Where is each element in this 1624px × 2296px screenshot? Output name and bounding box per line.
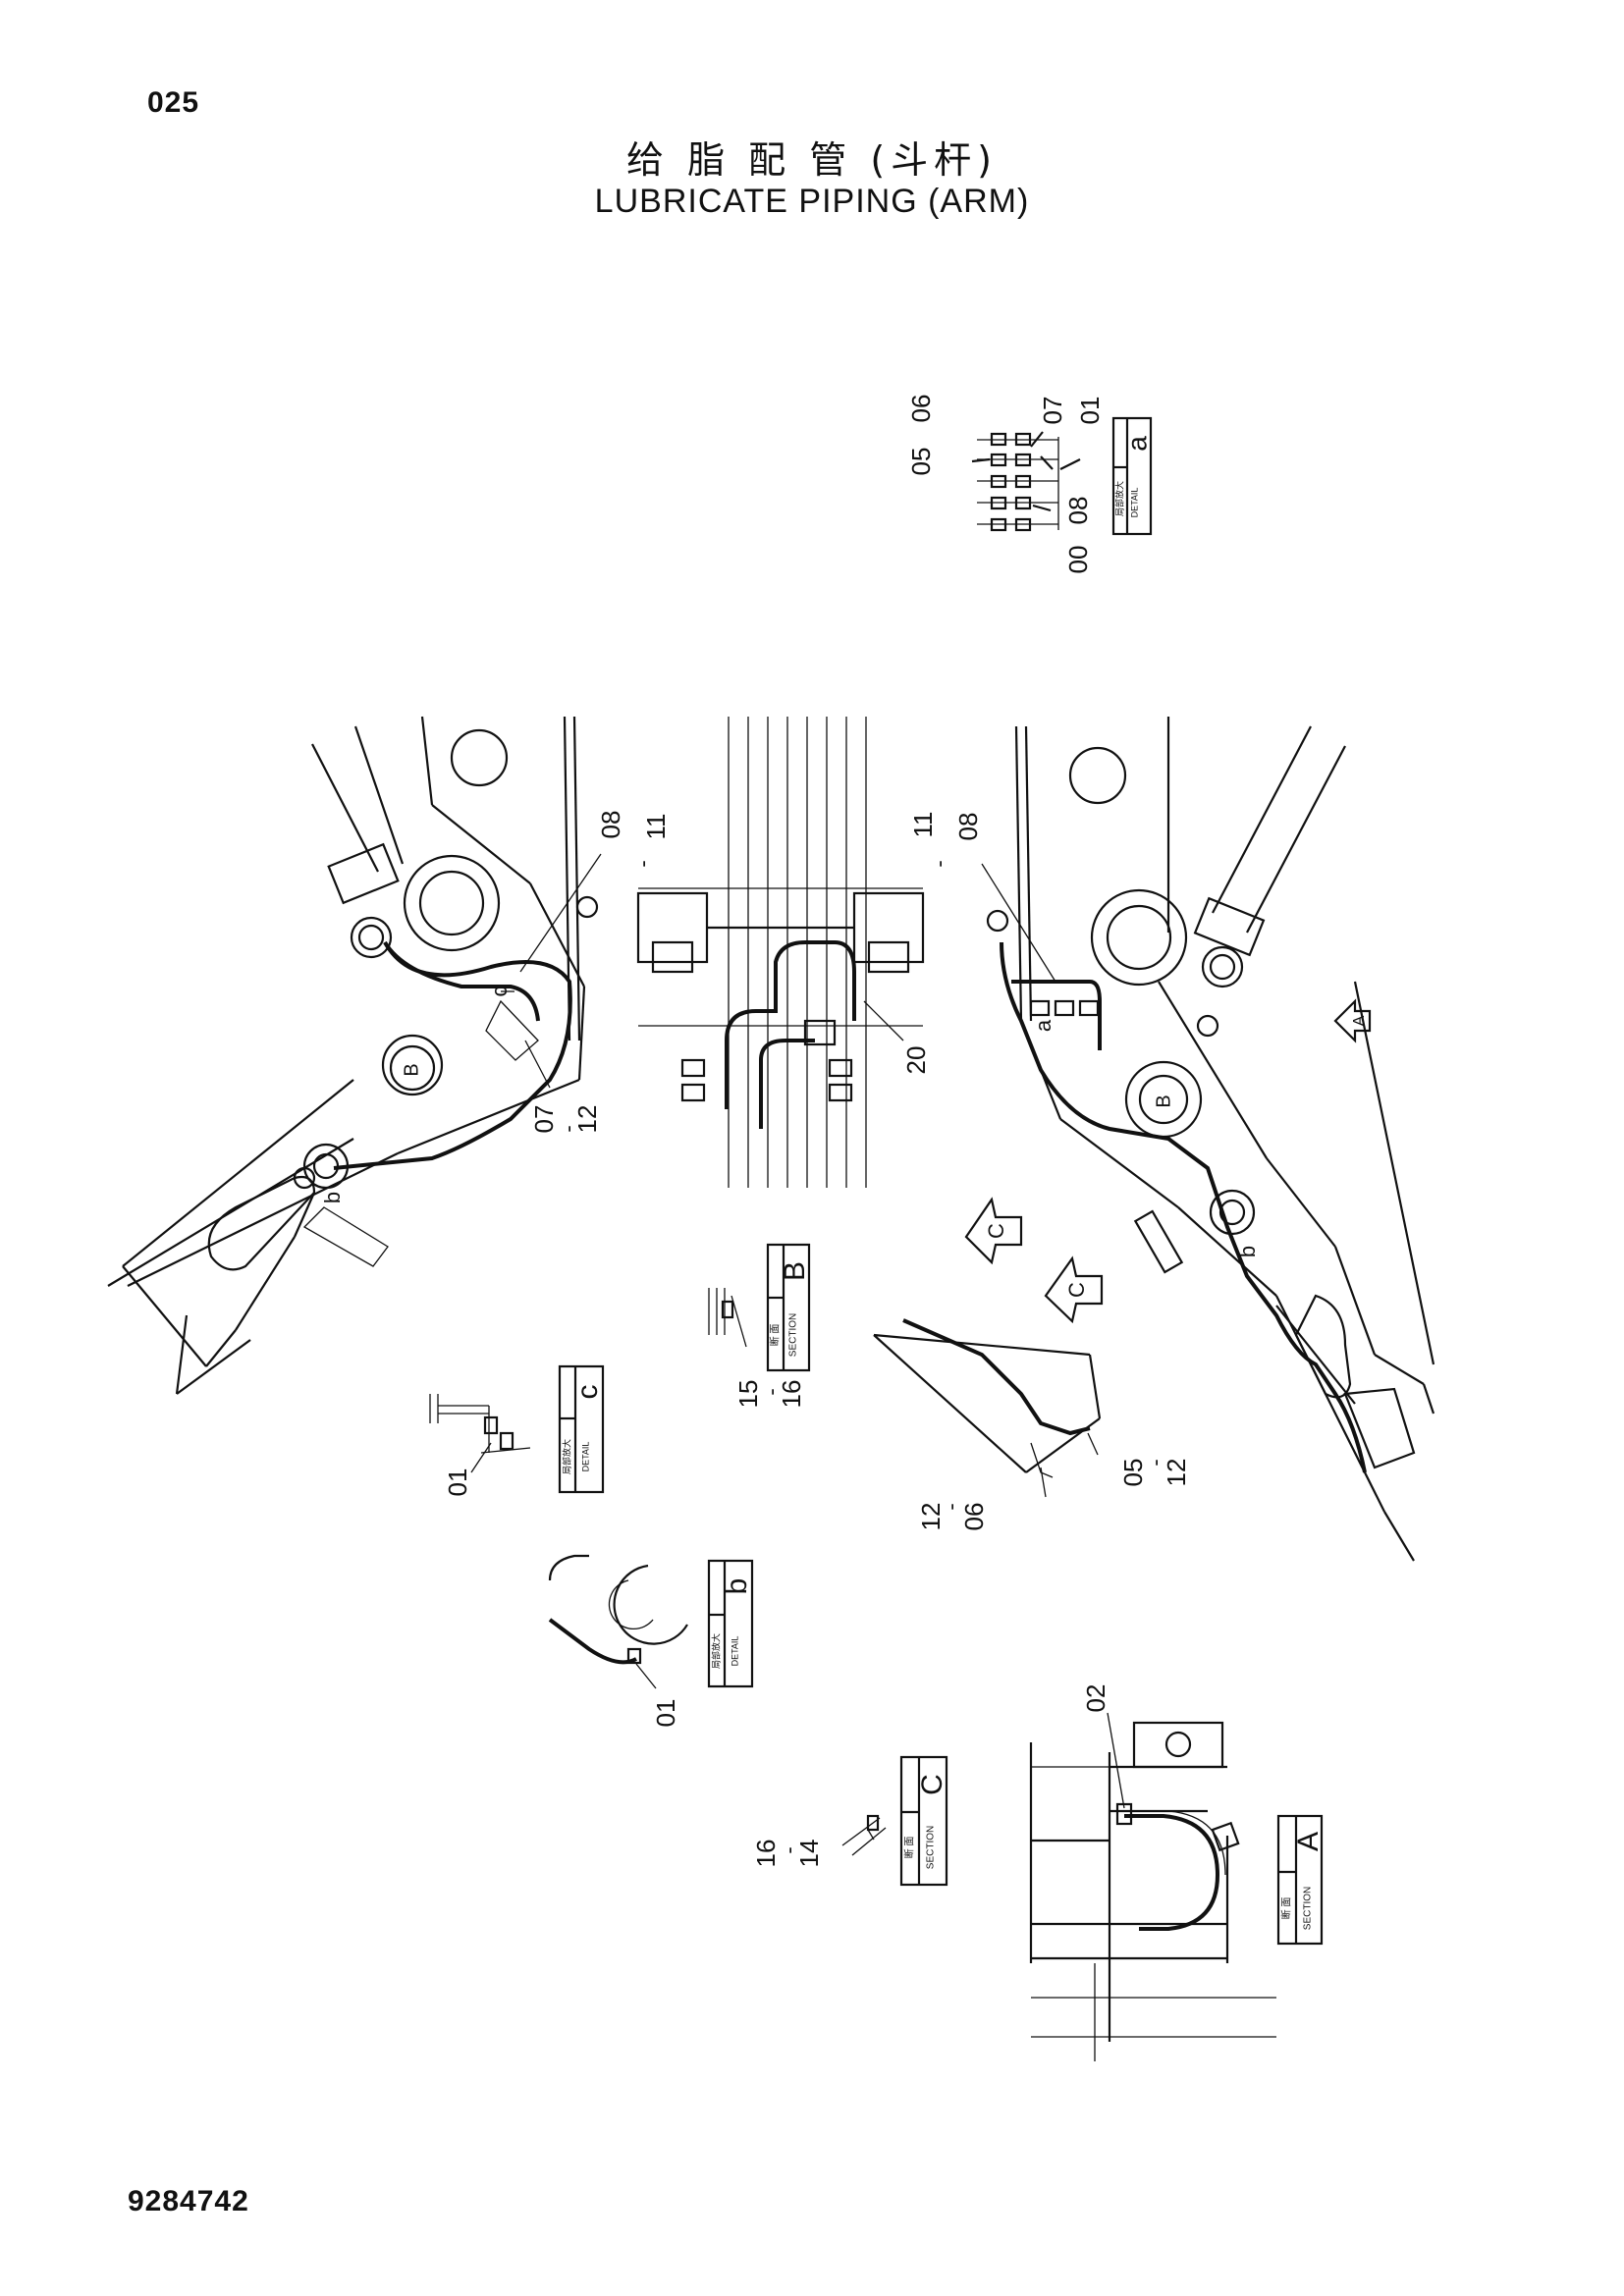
detail-a-view: a 局部放大 DETAIL 05 06 07 01 00 08 bbox=[906, 395, 1153, 574]
detail-a-label-00: 00 bbox=[1063, 546, 1093, 574]
view-12-06-label-12b: 12 bbox=[1162, 1459, 1191, 1487]
main-left-label-c: c bbox=[487, 987, 512, 997]
detail-c-label-01: 01 bbox=[443, 1468, 472, 1497]
detail-a-letter: a bbox=[1121, 436, 1152, 452]
detail-a-label-07: 07 bbox=[1038, 397, 1067, 425]
section-a-view: A 断 面 SECTION 02 bbox=[1029, 1684, 1325, 2061]
section-c-cn: 断 面 bbox=[903, 1837, 916, 1859]
section-b-sep: - bbox=[759, 1388, 784, 1395]
detail-a-label-06: 06 bbox=[906, 395, 936, 423]
view-12-06-label-06: 06 bbox=[959, 1503, 989, 1531]
detail-a-label-01: 01 bbox=[1075, 397, 1105, 425]
title-english: LUBRICATE PIPING (ARM) bbox=[594, 183, 1030, 220]
section-c-view: C 断 面 SECTION 16 - 14 bbox=[751, 1755, 948, 1887]
section-c-letter: C bbox=[916, 1774, 948, 1795]
detail-c-cn: 局部放大 bbox=[561, 1439, 571, 1474]
detail-b-letter: b bbox=[721, 1578, 753, 1595]
view-12-06-label-12a: 12 bbox=[916, 1503, 946, 1531]
main-left-label-08: 08 bbox=[596, 811, 625, 839]
view-12-06-sep-1: - bbox=[939, 1503, 963, 1510]
detail-a-cn: 局部放大 bbox=[1113, 481, 1124, 516]
detail-c-letter: c bbox=[571, 1385, 604, 1400]
view-12-06-sep-2: - bbox=[1143, 1459, 1167, 1466]
main-left-sep-2: - bbox=[556, 1125, 580, 1132]
main-left-view: B 08 - 11 07 - 12 c b bbox=[107, 716, 671, 1395]
section-c-label-16: 16 bbox=[751, 1840, 781, 1868]
detail-c-view: c 局部放大 DETAIL 01 bbox=[429, 1364, 605, 1497]
section-b-en: SECTION bbox=[788, 1313, 799, 1357]
view-12-06-label-05: 05 bbox=[1118, 1459, 1148, 1487]
main-right-label-08: 08 bbox=[953, 813, 983, 841]
section-b-view: B 断 面 SECTION 15 - 16 bbox=[708, 1243, 811, 1409]
main-right-label-b: b bbox=[1235, 1246, 1260, 1257]
section-a-label-02: 02 bbox=[1081, 1684, 1110, 1713]
section-b-label-16: 16 bbox=[777, 1380, 806, 1409]
view-12-06-detail: 12 - 06 05 - 12 bbox=[873, 1318, 1191, 1531]
main-right-view: B A 11 - 08 a b bbox=[908, 717, 1435, 1562]
title-chinese: 给 脂 配 管 (斗杆) bbox=[626, 138, 998, 182]
detail-a-label-08: 08 bbox=[1063, 497, 1093, 525]
section-c-sep: - bbox=[777, 1846, 801, 1853]
section-b-letter: B bbox=[779, 1261, 811, 1281]
view-c-arrows: C C bbox=[964, 1197, 1104, 1324]
main-right-label-11: 11 bbox=[908, 812, 938, 838]
main-center-view: 20 bbox=[636, 717, 931, 1188]
page-number: 025 bbox=[147, 86, 200, 119]
main-left-label-12: 12 bbox=[572, 1105, 602, 1134]
section-c-en: SECTION bbox=[926, 1826, 937, 1869]
main-left-sep-1: - bbox=[630, 860, 655, 867]
main-left-label-11: 11 bbox=[641, 814, 671, 840]
section-a-cn: 断 面 bbox=[1280, 1897, 1293, 1920]
main-right-label-b-arrow: B bbox=[1153, 1095, 1174, 1107]
detail-b-en: DETAIL bbox=[730, 1636, 739, 1667]
view-c-arrow-2-letter: C bbox=[1064, 1282, 1089, 1298]
detail-b-view: b 局部放大 DETAIL 01 bbox=[548, 1554, 754, 1728]
main-center-label-20: 20 bbox=[901, 1046, 931, 1075]
detail-b-label-01: 01 bbox=[651, 1699, 680, 1728]
section-a-en: SECTION bbox=[1303, 1887, 1314, 1930]
main-left-label-b: b bbox=[320, 1192, 345, 1203]
main-left-label-07: 07 bbox=[529, 1105, 559, 1134]
section-c-label-14: 14 bbox=[794, 1840, 824, 1868]
detail-a-label-05: 05 bbox=[906, 448, 936, 476]
detail-c-en: DETAIL bbox=[580, 1442, 590, 1472]
detail-a-en: DETAIL bbox=[1129, 488, 1139, 518]
section-a-letter: A bbox=[1292, 1832, 1325, 1851]
section-b-label-15: 15 bbox=[733, 1380, 763, 1409]
main-right-sep: - bbox=[927, 860, 951, 867]
document-number: 9284742 bbox=[128, 2185, 249, 2217]
main-right-label-A: A bbox=[1351, 1015, 1368, 1026]
main-right-label-a: a bbox=[1031, 1019, 1056, 1032]
main-left-label-b-arrow: B bbox=[401, 1063, 422, 1076]
detail-b-cn: 局部放大 bbox=[710, 1633, 721, 1669]
view-c-arrow-1-letter: C bbox=[984, 1223, 1008, 1239]
section-b-cn: 断 面 bbox=[769, 1324, 782, 1347]
